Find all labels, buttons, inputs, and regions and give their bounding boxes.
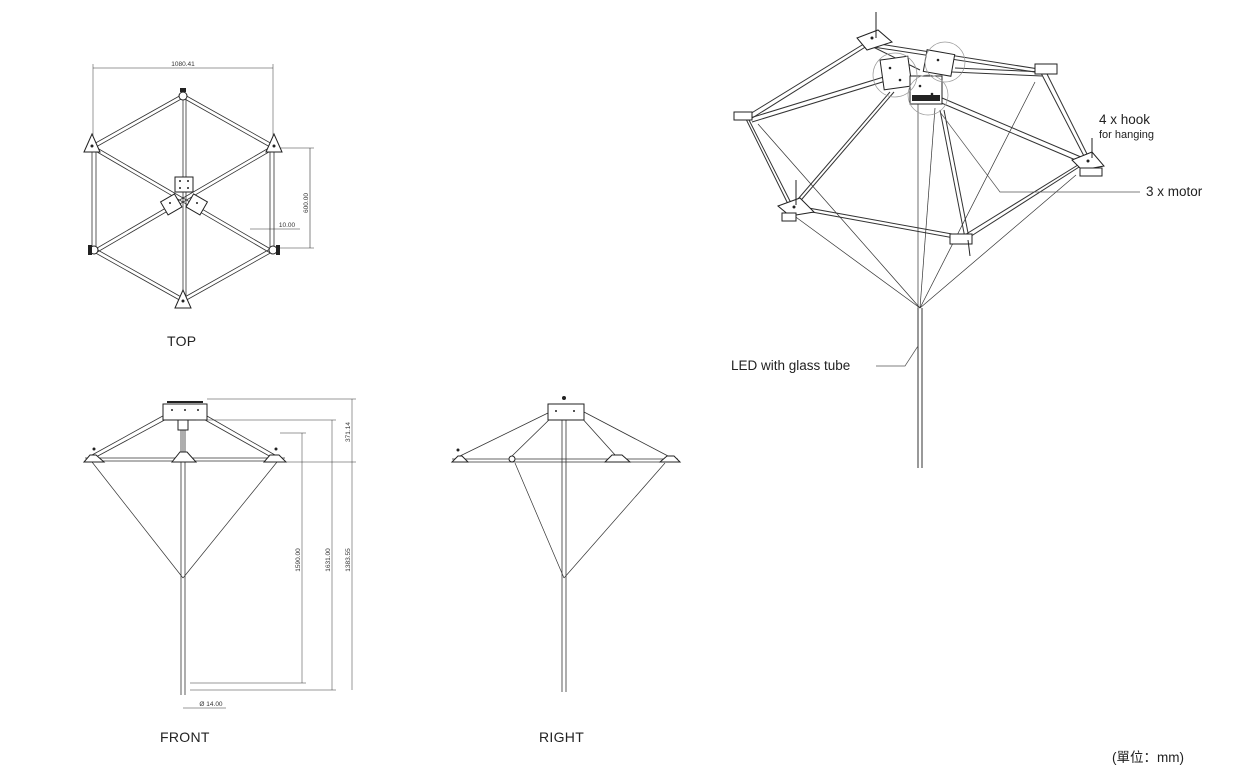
front-top-dimension: 371.14: [345, 422, 352, 442]
top-height-dimension: 600.00: [303, 193, 310, 213]
top-view-label: TOP: [167, 333, 197, 349]
front-total-dimension: 1383.55: [345, 548, 352, 572]
hook-callout: 4 x hook: [1099, 112, 1151, 127]
right-view-drawing: [450, 396, 682, 692]
hook-callout-sub: for hanging: [1099, 129, 1155, 141]
unit-note: (單位：mm): [1112, 750, 1184, 765]
perspective-view-drawing: [733, 12, 1140, 468]
top-offset-dimension: 10.00: [279, 222, 296, 229]
front-inner-dimension: 1590.00: [295, 548, 302, 572]
rod-diameter-dimension: Ø 14.00: [199, 701, 223, 708]
top-width-dimension: 1080.41: [171, 61, 195, 68]
front-view-label: FRONT: [160, 729, 210, 745]
led-callout: LED with glass tube: [731, 358, 851, 373]
right-view-label: RIGHT: [539, 729, 585, 745]
motor-callout: 3 x motor: [1146, 184, 1203, 199]
front-view-drawing: 371.14 1590.00 1631.00 1383.55 Ø 14.00: [82, 398, 356, 709]
front-mid-dimension: 1631.00: [325, 548, 332, 572]
top-view-drawing: 1080.41 600.00 10.00: [83, 61, 314, 309]
